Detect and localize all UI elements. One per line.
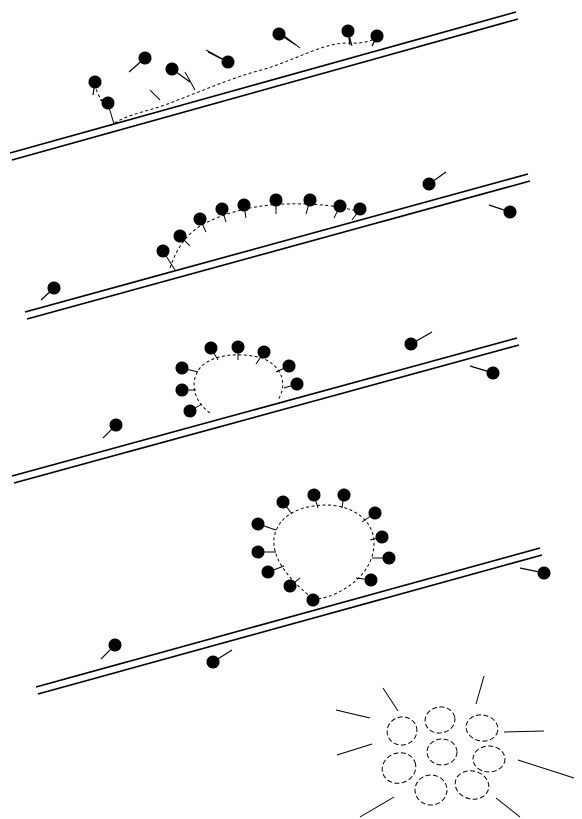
particle [262, 566, 275, 579]
cluster-ray [336, 710, 370, 718]
particle [383, 552, 396, 565]
free-particle [423, 172, 447, 191]
cluster-ray [496, 798, 520, 817]
particle [277, 496, 290, 509]
coat-chain-1 [110, 40, 375, 126]
cluster-ray [476, 676, 484, 704]
particle [216, 203, 229, 216]
cluster-vesicle [423, 705, 457, 736]
membrane-1 [10, 12, 518, 160]
particle [194, 213, 207, 226]
free-particle [41, 282, 61, 301]
cluster-ray [383, 688, 398, 711]
free-particle [207, 650, 233, 669]
particle [157, 245, 170, 258]
cluster-ray [504, 731, 544, 732]
particle [307, 594, 320, 607]
stage-1 [10, 12, 518, 160]
particle [304, 194, 317, 207]
particle [252, 518, 265, 531]
particle [376, 531, 389, 544]
particle [174, 230, 187, 243]
free-particle [103, 419, 123, 439]
coat-tick [150, 90, 160, 100]
cluster-ray [337, 744, 372, 755]
cluster-vesicle [473, 746, 505, 772]
free-particle [405, 332, 433, 351]
particle [208, 52, 235, 69]
particle [369, 507, 382, 520]
coat-loop-3 [194, 355, 283, 413]
particle [184, 405, 197, 418]
particle [232, 341, 245, 354]
particle [270, 194, 283, 207]
cluster-vesicle [427, 739, 457, 765]
particle [365, 574, 378, 587]
membrane-4 [36, 548, 542, 694]
particle [342, 25, 355, 46]
free-particle [101, 639, 122, 660]
particle [334, 200, 347, 213]
particle [129, 52, 152, 73]
particle [284, 580, 297, 593]
free-particle [520, 567, 551, 580]
cluster-vesicle [415, 775, 447, 805]
particle [100, 97, 115, 110]
particle [291, 378, 304, 391]
cluster-ray [360, 797, 394, 817]
stage-4 [36, 489, 551, 695]
cluster-vesicle [384, 714, 420, 749]
free-particle [470, 366, 500, 380]
vesicle-cluster [336, 676, 574, 817]
particle [252, 546, 265, 559]
cluster-vesicle [378, 748, 420, 788]
cluster-vesicle [452, 767, 492, 803]
free-particle [489, 205, 517, 219]
particle [166, 63, 191, 83]
particle [238, 199, 251, 212]
particle [89, 76, 102, 96]
particle [273, 28, 297, 46]
particle [176, 384, 189, 397]
particle [308, 489, 321, 502]
particle [283, 360, 296, 373]
coat-tick [185, 72, 195, 90]
particle [371, 30, 384, 47]
particle [176, 362, 189, 375]
stage-3 [12, 332, 519, 483]
particle [205, 342, 218, 355]
cluster-ray [518, 760, 574, 778]
particle [354, 203, 367, 216]
particle [258, 346, 271, 359]
cluster-vesicle [464, 712, 500, 743]
particle [338, 489, 351, 502]
stage-2 [25, 172, 530, 319]
